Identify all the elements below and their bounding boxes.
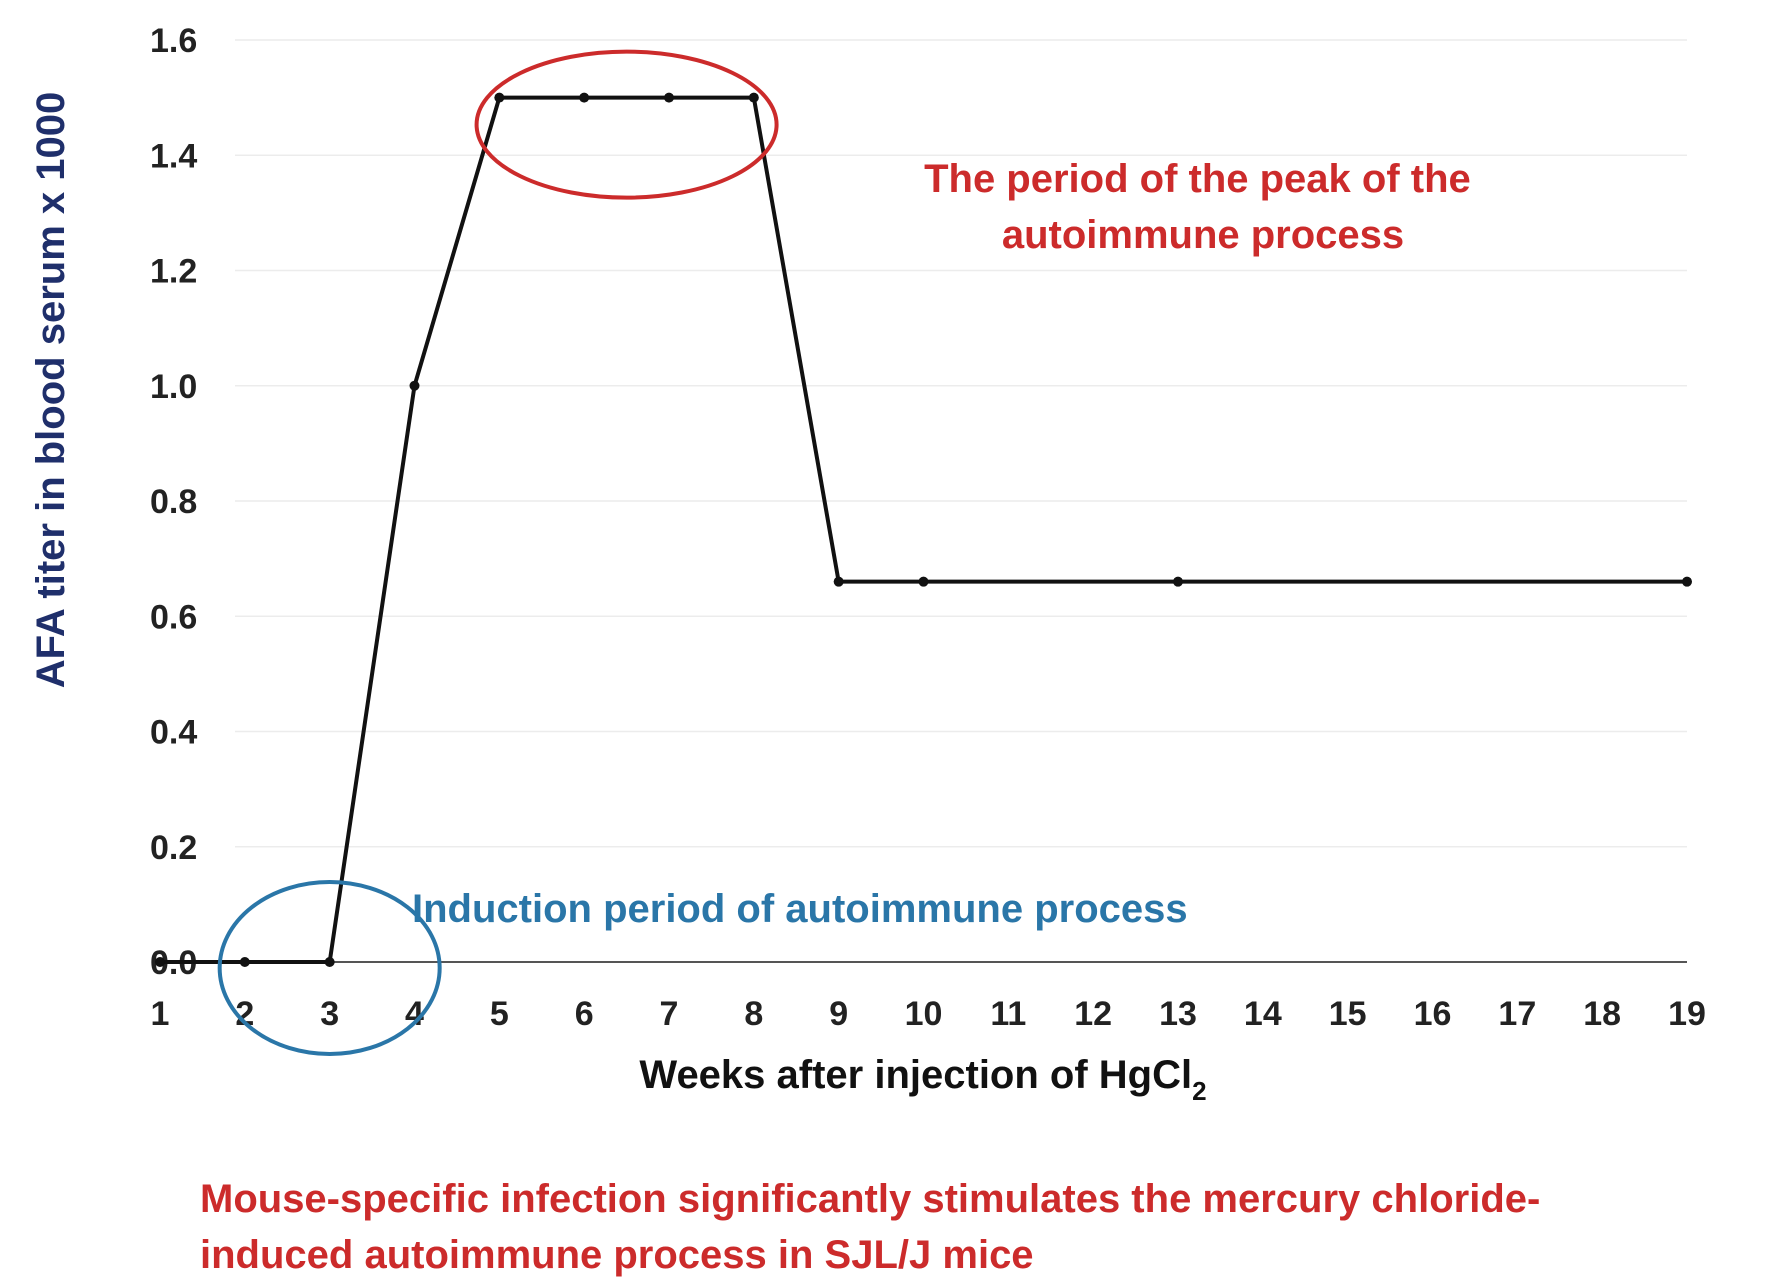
x-tick-label: 1 bbox=[151, 995, 170, 1033]
x-tick-label: 10 bbox=[905, 995, 943, 1033]
x-tick-label: 17 bbox=[1498, 995, 1536, 1033]
x-tick-label: 9 bbox=[829, 995, 848, 1033]
data-point bbox=[748, 92, 759, 103]
data-point bbox=[494, 92, 505, 103]
x-tick-label: 4 bbox=[405, 995, 424, 1033]
data-point bbox=[918, 576, 929, 587]
x-tick-label: 12 bbox=[1074, 995, 1112, 1033]
y-tick-label: 1.4 bbox=[150, 137, 197, 175]
x-axis-label: Weeks after injection of HgCl2 bbox=[639, 1053, 1206, 1106]
x-tick-label: 2 bbox=[235, 995, 254, 1033]
peak-period-circle bbox=[474, 49, 779, 200]
x-tick-label: 13 bbox=[1159, 995, 1197, 1033]
data-point bbox=[579, 92, 590, 103]
data-point bbox=[1173, 576, 1183, 587]
x-tick-label: 16 bbox=[1414, 995, 1452, 1033]
data-point bbox=[239, 957, 250, 967]
data-point bbox=[409, 380, 420, 391]
y-axis-label: AFA titer in blood serum x 1000 bbox=[29, 92, 73, 688]
data-point bbox=[1682, 576, 1692, 587]
x-tick-label: 6 bbox=[575, 995, 594, 1033]
annotation-circles bbox=[217, 49, 779, 1056]
x-axis-label-main: Weeks after injection of HgCl bbox=[639, 1053, 1192, 1097]
x-tick-label: 18 bbox=[1583, 995, 1621, 1033]
data-series bbox=[155, 92, 1692, 967]
data-point bbox=[155, 957, 165, 967]
y-tick-label: 0.6 bbox=[150, 598, 197, 636]
x-tick-label: 14 bbox=[1244, 995, 1282, 1033]
y-tick-label: 0.2 bbox=[150, 829, 197, 867]
series-line bbox=[160, 95, 1687, 964]
induction-period-annotation: Induction period of autoimmune process bbox=[412, 887, 1188, 931]
caption-line-2: induced autoimmune process in SJL/J mice bbox=[200, 1233, 1034, 1277]
peak-annotation-line-2: autoimmune process bbox=[1002, 213, 1404, 257]
x-axis-label-subscript: 2 bbox=[1192, 1076, 1206, 1106]
y-tick-label: 0.8 bbox=[150, 483, 197, 521]
x-tick-label: 19 bbox=[1668, 995, 1706, 1033]
data-point bbox=[664, 92, 674, 103]
y-tick-label: 1.6 bbox=[150, 22, 197, 60]
peak-period-annotation: The period of the peak of the autoimmune… bbox=[924, 157, 1482, 257]
y-tick-label: 0.4 bbox=[150, 714, 197, 752]
y-tick-label: 1.0 bbox=[150, 368, 197, 406]
data-point bbox=[833, 576, 844, 587]
x-tick-label: 5 bbox=[490, 995, 509, 1033]
y-tick-label: 1.2 bbox=[150, 253, 197, 291]
gridlines bbox=[235, 39, 1687, 848]
x-tick-label: 11 bbox=[990, 995, 1026, 1033]
x-tick-label: 15 bbox=[1329, 995, 1367, 1033]
peak-annotation-line-1: The period of the peak of the bbox=[924, 157, 1471, 201]
x-tick-label: 7 bbox=[660, 995, 679, 1033]
x-tick-label: 3 bbox=[320, 995, 339, 1033]
x-tick-label: 8 bbox=[744, 995, 763, 1033]
induction-period-circle bbox=[217, 880, 442, 1056]
caption-line-1: Mouse-specific infection significantly s… bbox=[200, 1177, 1540, 1221]
y-axis-ticks: 0.00.20.40.60.81.01.21.41.6 bbox=[150, 22, 197, 982]
figure-caption: Mouse-specific infection significantly s… bbox=[200, 1177, 1551, 1277]
data-point bbox=[324, 957, 335, 967]
